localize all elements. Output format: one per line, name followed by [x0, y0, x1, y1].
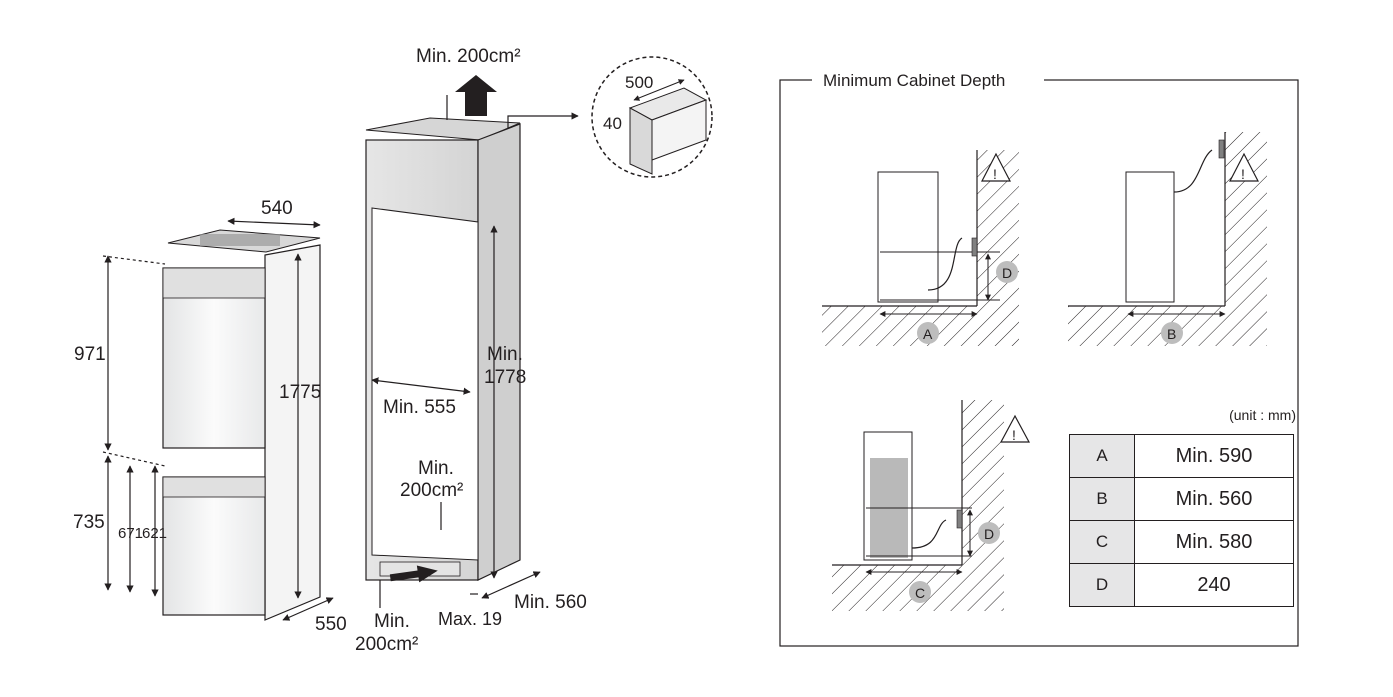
fridge-illustration [162, 229, 321, 621]
fridge-height-label: 1775 [279, 382, 321, 403]
vent-bottom-line2: 200cm² [355, 634, 418, 655]
fridge-depth-label: 550 [315, 614, 347, 635]
gap-label: Max. 19 [438, 609, 502, 629]
fridge-dimensions [102, 217, 334, 621]
row-key: D [1069, 563, 1135, 607]
scenario-c [832, 400, 1031, 611]
vent-bottom-line1: Min. [374, 611, 410, 632]
detail-width-label: 500 [625, 73, 653, 92]
table-row: B Min. 560 [1069, 477, 1294, 521]
row-value: 240 [1134, 563, 1294, 607]
cabinet-dimensions [371, 95, 579, 608]
row-value: Min. 590 [1134, 434, 1294, 478]
unit-label: (unit : mm) [1229, 407, 1296, 423]
warning-icon-b: ! [1241, 166, 1245, 182]
vent-top-label: Min. 200cm² [416, 46, 521, 67]
detail-height-label: 40 [603, 114, 622, 133]
table-row: A Min. 590 [1069, 434, 1294, 478]
table-row: C Min. 580 [1069, 520, 1294, 564]
cabinet-height-line2: 1778 [484, 367, 526, 388]
scenario-b [1068, 132, 1267, 346]
marker-d-1: D [1002, 265, 1012, 281]
warning-icon-a: ! [993, 166, 997, 182]
scenario-a [822, 150, 1019, 346]
fridge-lower-label: 735 [73, 512, 105, 533]
fridge-671-label: 671 [118, 525, 143, 542]
marker-a: A [923, 326, 933, 342]
marker-d-2: D [984, 526, 994, 542]
fridge-upper-label: 971 [74, 344, 106, 365]
row-value: Min. 560 [1134, 477, 1294, 521]
vent-mid-line1: Min. [418, 458, 454, 479]
row-key: B [1069, 477, 1135, 521]
fridge-width-label: 540 [261, 198, 293, 219]
row-key: C [1069, 520, 1135, 564]
marker-b: B [1167, 326, 1176, 342]
panel-title: Minimum Cabinet Depth [823, 71, 1005, 90]
depth-table: A Min. 590 B Min. 560 C Min. 580 D 240 [1069, 434, 1294, 607]
warning-icon-c: ! [1012, 427, 1016, 443]
cabinet-width-min: Min. 555 [383, 397, 456, 418]
cabinet-depth-label: Min. 560 [514, 592, 587, 613]
table-row: D 240 [1069, 563, 1294, 607]
marker-c: C [915, 585, 925, 601]
row-key: A [1069, 434, 1135, 478]
fridge-621-label: 621 [142, 525, 167, 542]
row-value: Min. 580 [1134, 520, 1294, 564]
vent-mid-line2: 200cm² [400, 480, 463, 501]
cabinet-illustration [365, 75, 521, 583]
detail-magnifier [591, 56, 713, 178]
cabinet-height-line1: Min. [487, 344, 523, 365]
